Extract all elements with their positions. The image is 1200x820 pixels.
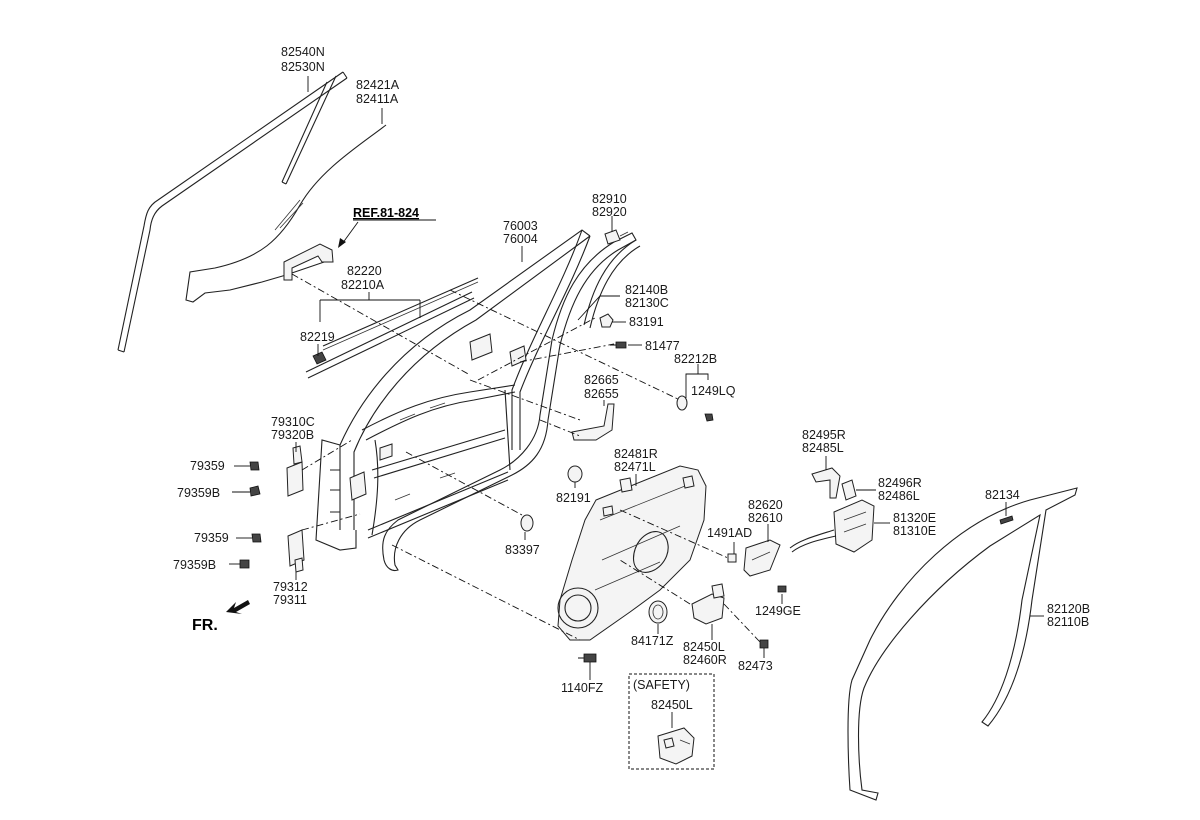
inside-handle <box>743 539 781 577</box>
motor-bolt <box>759 639 769 649</box>
reference-label: REF.81-824 <box>353 206 419 220</box>
label-79320b: 79320B <box>271 428 314 442</box>
label-81320e: 81320E <box>893 511 936 525</box>
hinge-bolt-2 <box>249 485 261 497</box>
door-latch <box>789 499 875 553</box>
label-82212b: 82212B <box>674 352 717 366</box>
label-1491ad: 1491AD <box>707 526 752 540</box>
safety-box-label: (SAFETY) <box>633 678 690 692</box>
label-82110b: 82110B <box>1047 615 1089 629</box>
label-82130c: 82130C <box>625 296 669 310</box>
front-indicator: FR. <box>192 617 218 634</box>
sash-bracket <box>571 403 615 441</box>
hinge-bolt-1 <box>249 461 260 471</box>
label-1249lq: 1249LQ <box>691 384 736 398</box>
plug-mid <box>567 465 583 483</box>
label-82530n: 82530N <box>281 60 325 74</box>
glass-run-channel <box>117 71 348 353</box>
label-82910: 82910 <box>592 192 627 206</box>
label-82421a: 82421A <box>356 78 400 92</box>
label-82450l: 82450L <box>683 640 725 654</box>
door-weatherstrip <box>382 232 641 572</box>
label-82210a: 82210A <box>341 278 385 292</box>
label-safety-82450l: 82450L <box>651 698 693 712</box>
label-82496r: 82496R <box>878 476 922 490</box>
label-82220: 82220 <box>347 264 382 278</box>
label-82471l: 82471L <box>614 460 656 474</box>
door-glass <box>185 75 387 303</box>
label-82486l: 82486L <box>878 489 920 503</box>
label-82920: 82920 <box>592 205 627 219</box>
label-82610: 82610 <box>748 511 783 525</box>
safety-box <box>628 673 715 770</box>
screw-1249ge <box>777 585 787 593</box>
label-82495r: 82495R <box>802 428 846 442</box>
label-83191: 83191 <box>629 315 664 329</box>
label-79359-1: 79359 <box>190 459 225 473</box>
label-79359b-1: 79359B <box>177 486 220 500</box>
label-83397: 83397 <box>505 543 540 557</box>
label-1140fz: 1140FZ <box>561 681 604 695</box>
hinge-bolt-3 <box>251 533 262 543</box>
label-82140b: 82140B <box>625 283 668 297</box>
label-82134: 82134 <box>985 488 1020 502</box>
label-82485l: 82485L <box>802 441 844 455</box>
label-82655: 82655 <box>584 387 619 401</box>
label-81477: 81477 <box>645 339 680 353</box>
label-82620: 82620 <box>748 498 783 512</box>
screw-1249lq <box>704 413 714 422</box>
label-76004: 76004 <box>503 232 538 246</box>
label-1249ge: 1249GE <box>755 604 801 618</box>
label-81310e: 81310E <box>893 524 936 538</box>
seal-82212b <box>676 395 688 411</box>
label-82411a: 82411A <box>356 92 399 106</box>
hinge-bolt-4 <box>239 559 250 569</box>
plug-top <box>599 313 614 328</box>
label-79359-2: 79359 <box>194 531 229 545</box>
plug-low <box>520 514 534 532</box>
label-82120b: 82120B <box>1047 602 1090 616</box>
hinge-upper <box>286 445 304 497</box>
label-82219: 82219 <box>300 330 335 344</box>
speaker <box>648 600 668 624</box>
bolt-top <box>610 341 627 349</box>
glass-bracket <box>283 243 334 281</box>
body-weatherstrip <box>847 487 1078 801</box>
alignment-lines <box>291 273 761 643</box>
label-82191: 82191 <box>556 491 591 505</box>
label-82460r: 82460R <box>683 653 727 667</box>
safety-motor <box>657 727 695 765</box>
clip-82134 <box>999 515 1014 525</box>
belt-weatherstrip <box>305 277 479 379</box>
hinge-lower <box>287 529 305 573</box>
leader-lines <box>229 76 1044 728</box>
latch-rod <box>841 479 857 501</box>
belt-clip <box>312 351 327 365</box>
label-79311: 79311 <box>273 593 307 607</box>
label-82665: 82665 <box>584 373 619 387</box>
outside-handle-bracket <box>811 467 841 499</box>
regulator-motor <box>691 583 725 625</box>
label-82540n: 82540N <box>281 45 325 59</box>
label-79310c: 79310C <box>271 415 315 429</box>
label-79312: 79312 <box>273 580 308 594</box>
label-82473: 82473 <box>738 659 773 673</box>
screw-1491ad <box>727 553 737 563</box>
label-76003: 76003 <box>503 219 538 233</box>
bottom-bolt <box>578 653 597 663</box>
front-arrow-icon <box>226 600 250 614</box>
label-79359b-2: 79359B <box>173 558 216 572</box>
door-module-panel <box>557 465 707 641</box>
door-frame <box>315 229 591 551</box>
label-82481r: 82481R <box>614 447 658 461</box>
label-84171z: 84171Z <box>631 634 674 648</box>
